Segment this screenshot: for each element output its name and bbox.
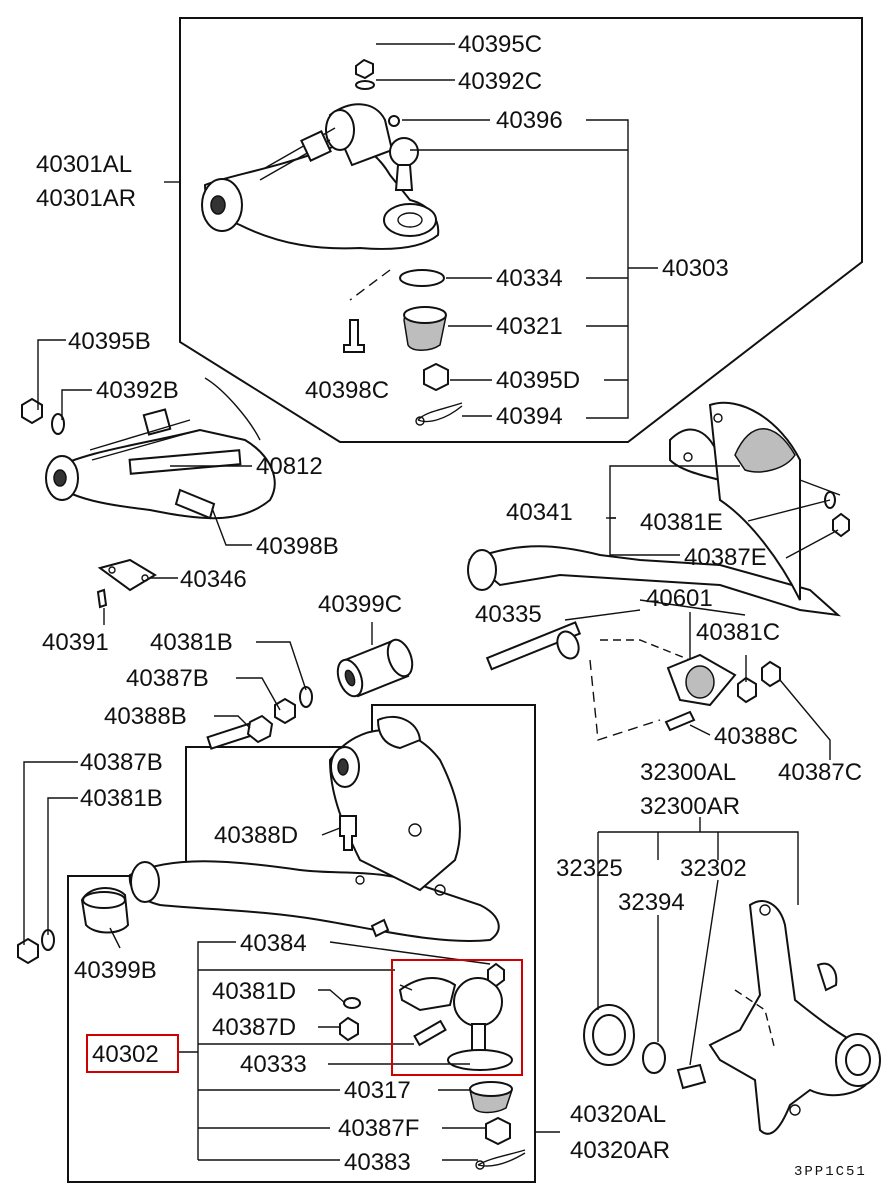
highlight-box-ball-joint <box>391 959 523 1076</box>
label-40381B-b: 40381B <box>80 785 163 812</box>
label-40384: 40384 <box>240 930 307 957</box>
label-40387B-b: 40387B <box>80 749 163 776</box>
label-40387B-a: 40387B <box>126 665 209 692</box>
label-40303: 40303 <box>662 255 729 282</box>
label-40398C: 40398C <box>305 377 389 404</box>
label-32300AR: 32300AR <box>640 793 740 820</box>
label-40387D: 40387D <box>212 1014 296 1041</box>
leader-lines <box>23 43 839 1161</box>
label-40399C: 40399C <box>318 591 402 618</box>
label-40383: 40383 <box>344 1149 411 1176</box>
label-40388D: 40388D <box>214 822 298 849</box>
label-40392B: 40392B <box>96 377 179 404</box>
label-32394: 32394 <box>618 889 685 916</box>
label-32300AL: 32300AL <box>640 759 736 786</box>
highlight-box-40302 <box>86 1034 179 1073</box>
plate-drawing <box>96 558 157 609</box>
knuckle-drawing <box>583 900 881 1135</box>
label-32302: 32302 <box>680 855 747 882</box>
label-40395B: 40395B <box>68 328 151 355</box>
label-40320AR: 40320AR <box>570 1137 670 1164</box>
label-40302: 40302 <box>92 1041 159 1068</box>
lower-arm-frame <box>67 704 536 1183</box>
label-40396: 40396 <box>496 107 563 134</box>
label-40387C: 40387C <box>778 759 862 786</box>
diagram-code: 3PP1C51 <box>794 1164 867 1180</box>
label-40395D: 40395D <box>496 367 580 394</box>
label-40601: 40601 <box>646 585 713 612</box>
label-40333: 40333 <box>240 1051 307 1078</box>
label-40399B: 40399B <box>74 957 157 984</box>
lower-arm-drawing <box>80 715 526 1170</box>
label-32325: 32325 <box>556 855 623 882</box>
label-40335: 40335 <box>475 601 542 628</box>
bushing-40399c-drawing <box>336 638 414 698</box>
label-40346: 40346 <box>180 566 247 593</box>
label-40320AL: 40320AL <box>570 1101 666 1128</box>
label-40301AR: 40301AR <box>36 185 136 212</box>
label-40381B-a: 40381B <box>150 629 233 656</box>
label-40391: 40391 <box>42 629 109 656</box>
label-40381E: 40381E <box>640 509 723 536</box>
label-40387F: 40387F <box>338 1115 419 1142</box>
upper-arm-left-drawing <box>21 377 276 520</box>
label-40341: 40341 <box>506 499 573 526</box>
label-40395C: 40395C <box>458 31 542 58</box>
upper-arm-drawing <box>201 58 463 426</box>
upper-arm-frame <box>179 17 863 443</box>
label-40387E: 40387E <box>684 544 767 571</box>
label-40388B: 40388B <box>104 703 187 730</box>
label-40394: 40394 <box>496 403 563 430</box>
label-40388C: 40388C <box>714 723 798 750</box>
label-40317: 40317 <box>344 1077 411 1104</box>
label-40301AL: 40301AL <box>36 151 132 178</box>
label-40398B: 40398B <box>256 533 339 560</box>
bolts-left-drawing <box>17 686 313 965</box>
brace-drawing <box>467 401 850 741</box>
label-40812: 40812 <box>256 453 323 480</box>
label-40392C: 40392C <box>458 68 542 95</box>
label-40381D: 40381D <box>212 978 296 1005</box>
label-40381C: 40381C <box>696 619 780 646</box>
label-40334: 40334 <box>496 265 563 292</box>
label-40321: 40321 <box>496 313 563 340</box>
